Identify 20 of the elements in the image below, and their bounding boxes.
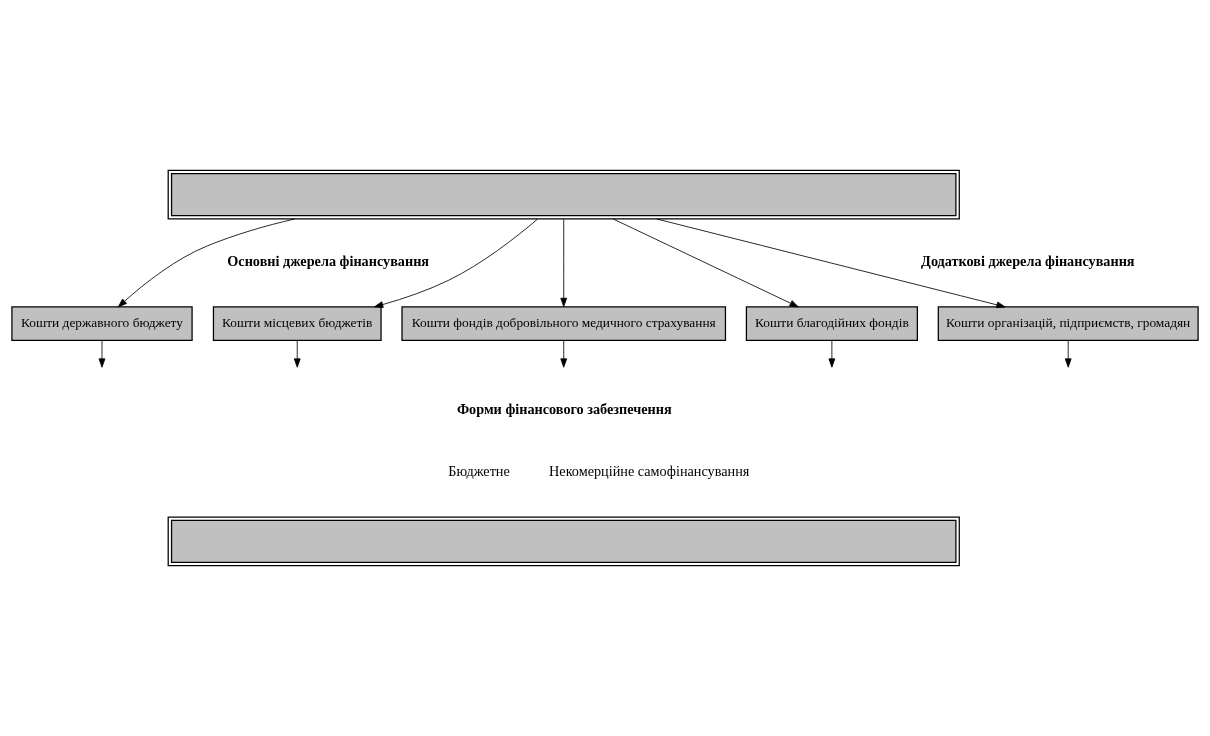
arrow [1064, 340, 1072, 368]
arrow [374, 218, 539, 308]
arrow [560, 218, 568, 308]
arrow [560, 340, 568, 368]
node-box: Кошти організацій, підприємств, громадян [937, 306, 1199, 342]
label: Форми фінансового забезпечення [456, 401, 672, 418]
node-box: Кошти фондів добровільного медичного страхування [401, 306, 727, 342]
label: Бюджетне [448, 463, 510, 480]
label: Некомерційне самофінансування [549, 463, 750, 480]
arrow [828, 340, 836, 368]
arrow [117, 218, 296, 308]
arrow [293, 340, 301, 368]
node-box: Кошти благодійних фондів [745, 306, 918, 342]
arrow [98, 340, 106, 368]
node-box: Кошти місцевих бюджетів [212, 306, 382, 342]
arrow [612, 218, 799, 308]
label: Основні джерела фінансування [227, 252, 430, 269]
arrow [656, 218, 1006, 309]
node-box: Кошти державного бюджету [11, 306, 193, 342]
label: Додаткові джерела фінансування [921, 252, 1135, 269]
